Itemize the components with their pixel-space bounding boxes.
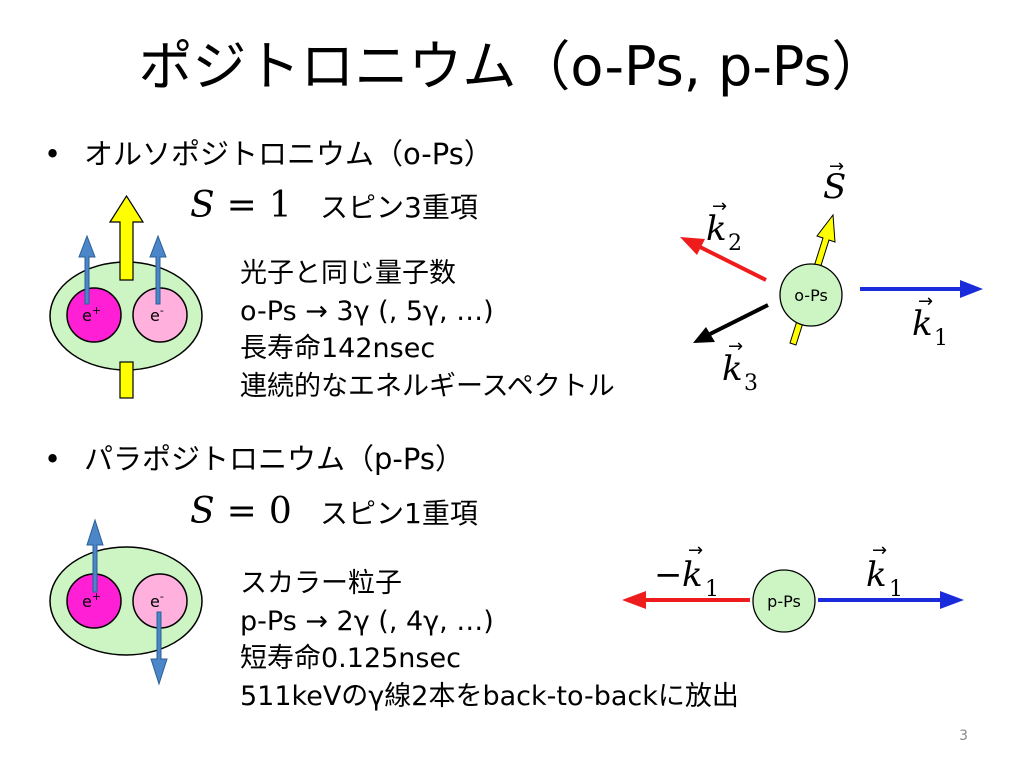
svg-text:3: 3: [744, 371, 758, 396]
pps-center-label: p-Ps: [767, 592, 801, 611]
pps-electron-label: e-: [150, 590, 164, 611]
bullet-text: パラポジトロニウム（p-Ps）: [84, 442, 464, 476]
ops-photon-k3-head: [693, 327, 715, 343]
ops-k2-label: k 2 →: [706, 196, 742, 256]
svg-text:→: →: [712, 196, 727, 217]
svg-text:−: −: [654, 555, 683, 595]
ops-spin-vector-label: S →: [823, 156, 846, 207]
ops-photon-k1-head: [960, 280, 983, 298]
ops-electron-label: e-: [150, 304, 164, 325]
svg-text:k: k: [682, 555, 703, 595]
svg-text:→: →: [688, 540, 703, 561]
pps-photon-right-head: [940, 591, 964, 609]
svg-text:2: 2: [728, 231, 742, 256]
pps-positron-label: e+: [82, 590, 101, 611]
bullet-para-positronium: • パラポジトロニウム（p-Ps）: [44, 441, 464, 477]
eq-operator: =: [226, 185, 257, 226]
ops-atom-diagram: e+ e-: [49, 194, 203, 399]
pps-property-2: p-Ps → 2γ (, 4γ, …): [240, 605, 494, 637]
ops-center-label: o-Ps: [794, 286, 828, 305]
pps-photon-left-head: [622, 591, 646, 609]
ops-total-spin-tail: [119, 361, 134, 399]
pps-center-circle: [752, 569, 816, 633]
ops-k3-label: k 3 →: [722, 336, 758, 396]
ops-photon-k3-line: [709, 303, 769, 336]
pps-property-3: 短寿命0.125nsec: [240, 643, 461, 674]
eq-symbol: S: [190, 491, 215, 532]
svg-text:→: →: [728, 336, 743, 357]
ops-properties: 光子と同じ量子数 o-Ps → 3γ (, 5γ, …) 長寿命142nsec …: [240, 255, 615, 405]
bullet-text: オルソポジトロニウム（o-Ps）: [84, 137, 493, 171]
svg-text:1: 1: [705, 577, 719, 602]
ops-property-4: 連続的なエネルギースペクトル: [240, 370, 615, 402]
eq-operator: =: [226, 491, 257, 532]
ops-decay-diagram: o-Ps S → k 2 → k 3 → k 1 →: [680, 156, 983, 396]
pps-spin-label: スピン1重項: [320, 497, 478, 530]
bullet-ortho-positronium: • オルソポジトロニウム（o-Ps）: [44, 136, 493, 172]
pps-electron-spin-arrow: [150, 611, 168, 686]
svg-text:k: k: [706, 209, 727, 249]
ops-photon-k2-head: [680, 237, 705, 255]
page-title: ポジトロニウム（o-Ps, p-Ps）: [138, 35, 886, 98]
ops-center-circle: [779, 263, 843, 327]
ops-property-3: 長寿命142nsec: [240, 333, 436, 364]
pps-minus-k1-label: − k 1 →: [654, 540, 719, 602]
ops-equation: S = 1: [190, 184, 292, 228]
ops-spin-label: スピン3重項: [320, 191, 478, 224]
svg-text:S: S: [823, 167, 846, 207]
ops-positron-label: e+: [82, 304, 101, 325]
ops-photon-k2-line: [699, 245, 767, 282]
bullet-marker: •: [44, 137, 62, 171]
eq-value: 1: [268, 185, 292, 226]
svg-text:k: k: [866, 555, 887, 595]
ops-k1-label: k 1 →: [912, 291, 948, 351]
ops-total-spin-arrow: [108, 194, 145, 281]
pps-property-4: 511keVのγ線2本をback-to-backに放出: [240, 680, 739, 712]
ops-electron-spin-arrow: [149, 234, 167, 305]
page-number: 3: [959, 728, 968, 744]
bullet-marker: •: [44, 442, 62, 476]
ops-property-1: 光子と同じ量子数: [240, 258, 456, 289]
svg-text:k: k: [722, 349, 743, 389]
pps-property-1: スカラー粒子: [240, 568, 402, 599]
svg-text:k: k: [912, 304, 933, 344]
ops-property-2: o-Ps → 3γ (, 5γ, …): [240, 295, 494, 327]
pps-decay-diagram: p-Ps − k 1 → k 1 →: [622, 540, 964, 633]
pps-k1-label: k 1 →: [866, 540, 903, 602]
ops-positron-spin-arrow: [78, 234, 96, 305]
pps-atom-diagram: e+ e-: [49, 518, 203, 686]
pps-equation: S = 0: [190, 490, 292, 534]
pps-properties: スカラー粒子 p-Ps → 2γ (, 4γ, …) 短寿命0.125nsec …: [240, 565, 739, 715]
ops-positron: [66, 287, 122, 343]
svg-text:→: →: [918, 291, 933, 312]
pps-positron-spin-arrow: [86, 518, 104, 593]
svg-text:1: 1: [934, 326, 948, 351]
svg-text:→: →: [829, 156, 844, 177]
svg-text:→: →: [872, 540, 887, 561]
eq-symbol: S: [190, 185, 215, 226]
svg-text:1: 1: [889, 577, 903, 602]
eq-value: 0: [268, 491, 292, 532]
